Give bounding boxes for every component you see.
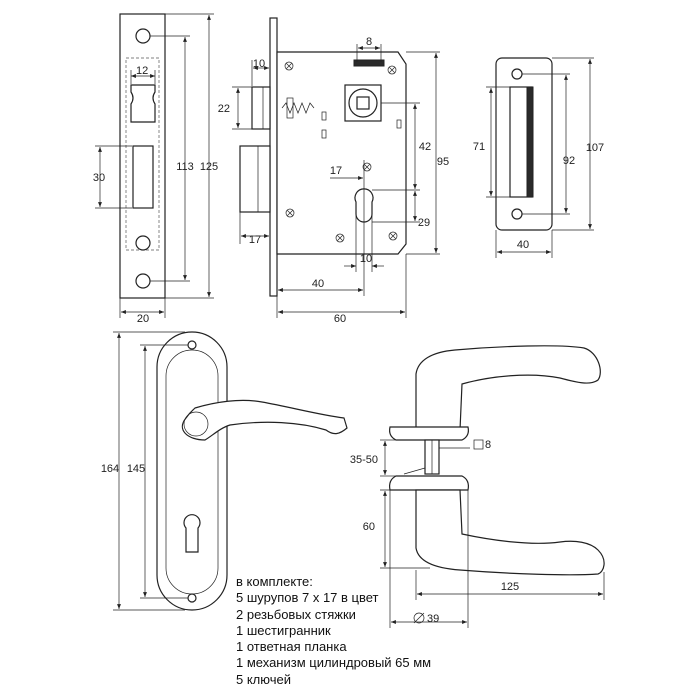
screw-hole-mid — [135, 235, 151, 251]
dim-lock-17-cyl: 17 — [330, 165, 342, 177]
dim-lock-40: 40 — [312, 278, 324, 290]
dim-strike-125: 125 — [200, 161, 218, 173]
dim-lock-10: 10 — [253, 58, 265, 70]
dim-lock-42: 42 — [419, 141, 431, 153]
latch-bolt — [251, 86, 271, 130]
bolt-opening — [132, 145, 154, 209]
kit-item: 1 шестигранник — [236, 622, 331, 638]
dim-side-35-50: 35-50 — [350, 454, 378, 466]
screw-hole-top — [135, 28, 151, 44]
handle-side-view — [380, 345, 605, 628]
lower-rosette — [389, 475, 469, 491]
dim-front-92: 92 — [563, 155, 575, 167]
dim-side-dia-39: 39 — [427, 613, 439, 625]
kit-title: в комплекте: — [236, 574, 313, 589]
upper-rosette — [389, 426, 469, 441]
kit-item: 1 ответная планка — [236, 639, 347, 655]
handle-lever — [181, 399, 348, 441]
upper-lever — [415, 345, 601, 431]
front-plate-view — [486, 57, 594, 258]
dim-lock-60: 60 — [334, 313, 346, 325]
dim-side-125: 125 — [501, 581, 519, 593]
dim-front-40: 40 — [517, 239, 529, 251]
dim-lock-22: 22 — [218, 103, 230, 115]
lock-faceplate — [269, 17, 278, 297]
dim-lock-95: 95 — [437, 156, 449, 168]
cylinder-hole — [354, 188, 374, 223]
spindle-square — [356, 96, 370, 110]
dim-handle-145: 145 — [127, 463, 145, 475]
kit-item: 5 ключей — [236, 671, 291, 687]
kit-item: 2 резьбовых стяжки — [236, 606, 356, 622]
dim-handle-164: 164 — [101, 463, 119, 475]
handle-plate-view — [113, 331, 348, 611]
lock-body-view — [232, 17, 440, 318]
dim-strike-113: 113 — [176, 161, 194, 173]
kit-item: 1 механизм цилиндровый 65 мм — [236, 655, 432, 671]
latch-opening — [130, 84, 156, 123]
dim-lock-29: 29 — [418, 217, 430, 229]
dim-lock-8: 8 — [366, 36, 372, 48]
kit-contents: в комплекте: 5 шурупов 7 х 17 в цвет 2 р… — [236, 574, 431, 688]
kit-item: 5 шурупов 7 х 17 в цвет — [236, 590, 379, 606]
dim-side-60: 60 — [363, 521, 375, 533]
case-screws — [284, 61, 398, 243]
strike-plate-view — [95, 13, 214, 318]
dim-strike-12: 12 — [136, 65, 148, 77]
strike-plate-outline — [119, 13, 166, 299]
dim-front-107: 107 — [586, 142, 604, 154]
lower-lever — [415, 489, 605, 576]
screw-hole-bottom — [135, 273, 151, 289]
lock-case — [276, 51, 407, 255]
dim-strike-20: 20 — [137, 313, 149, 325]
handle-backplate — [156, 331, 228, 611]
dim-strike-30: 30 — [93, 172, 105, 184]
dead-bolt — [239, 145, 271, 213]
dim-lock-17-left: 17 — [249, 234, 261, 246]
dim-side-square-8: 8 — [485, 439, 491, 451]
dim-front-71: 71 — [473, 141, 485, 153]
keyhole — [183, 514, 201, 553]
dim-lock-10-bottom: 10 — [360, 253, 372, 265]
